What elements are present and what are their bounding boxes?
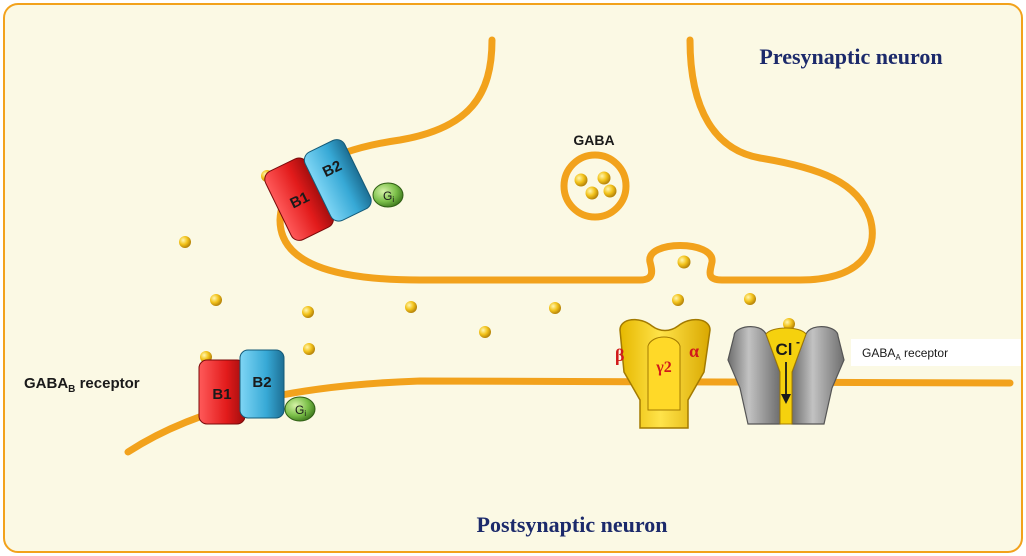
gabab-receptor-postsynaptic: B1 B2 xyxy=(199,350,284,424)
gaba-molecule xyxy=(744,293,756,305)
cl-ion-label: Cl xyxy=(776,340,793,359)
gi-protein-postsynaptic: Gi xyxy=(285,397,315,421)
gaba-molecule xyxy=(672,294,684,306)
gaba-molecule xyxy=(210,294,222,306)
gaba-molecule xyxy=(678,256,691,269)
b2-label: B2 xyxy=(252,374,271,391)
b1-label: B1 xyxy=(212,386,231,403)
synaptic-vesicle xyxy=(564,155,626,217)
presynaptic-title: Presynaptic neuron xyxy=(759,44,942,69)
gaba-molecule xyxy=(405,301,417,313)
gaba-label: GABA xyxy=(573,132,614,148)
gaba-molecule xyxy=(179,236,191,248)
gaba-molecule xyxy=(479,326,491,338)
gaba-molecule xyxy=(303,343,315,355)
gaba-molecule xyxy=(598,172,611,185)
cl-charge: - xyxy=(796,335,800,349)
postsynaptic-title: Postsynaptic neuron xyxy=(477,512,668,537)
chloride-channel: Cl - xyxy=(728,327,844,424)
gamma-label: γ2 xyxy=(655,359,671,376)
gaba-molecule xyxy=(604,185,617,198)
gaba-molecule xyxy=(586,187,599,200)
gaba-molecule xyxy=(575,174,588,187)
gi-protein-presynaptic: Gi xyxy=(373,183,403,207)
gaba-molecule xyxy=(549,302,561,314)
gaba-molecule xyxy=(302,306,314,318)
gabaa-receptor-label: GABAA receptor xyxy=(862,346,948,362)
alpha-label: α xyxy=(689,341,699,361)
beta-label: β xyxy=(615,345,624,365)
